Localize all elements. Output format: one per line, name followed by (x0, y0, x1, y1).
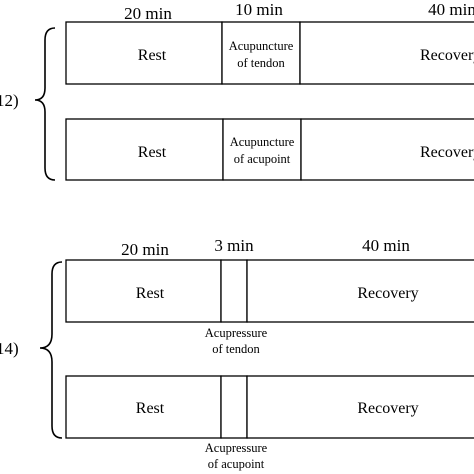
acupressure-box (220, 259, 248, 323)
top-recovery-duration: 40 min (428, 0, 474, 19)
intervention-label-line2: of tendon (237, 56, 285, 70)
acupuncture-box (221, 21, 301, 85)
rest-box (65, 21, 223, 85)
top-rest-duration: 20 min (124, 4, 172, 23)
rest-label: Rest (138, 144, 167, 161)
recovery-label: Recovery (357, 285, 418, 302)
recovery-label: Recovery (420, 47, 474, 64)
acupressure-box (220, 375, 248, 439)
intervention-caption-line1: Acupressure (205, 326, 268, 340)
recovery-box (246, 259, 474, 323)
recovery-label: Recovery (420, 144, 474, 161)
bottom-recovery-duration: 40 min (362, 236, 410, 255)
bottom-row-tendon: Rest Recovery Acupressure of tendon (65, 259, 474, 356)
rest-label: Rest (138, 47, 167, 64)
intervention-caption-line1: Acupressure (205, 441, 268, 455)
recovery-label: Recovery (357, 400, 418, 417)
bottom-row-acupoint: Rest Recovery Acupressure of acupoint (65, 375, 474, 471)
top-row-tendon: Rest Acupuncture of tendon Recovery (65, 21, 474, 85)
rest-box (65, 375, 222, 439)
recovery-box (299, 21, 474, 85)
intervention-label-line1: Acupuncture (230, 135, 295, 149)
bottom-intervention-duration: 3 min (214, 236, 254, 255)
bottom-rest-duration: 20 min (121, 240, 169, 259)
bottom-group-label: 14) (0, 339, 19, 358)
recovery-box (300, 118, 474, 181)
intervention-label-line1: Acupuncture (229, 39, 294, 53)
rest-label: Rest (136, 400, 165, 417)
recovery-box (246, 375, 474, 439)
top-intervention-duration: 10 min (235, 0, 283, 19)
top-row-acupoint: Rest Acupuncture of acupoint Recovery (65, 118, 474, 181)
top-group-label: 12) (0, 91, 19, 110)
acupuncture-box (222, 118, 302, 181)
intervention-caption-line2: of tendon (212, 342, 260, 356)
rest-box (65, 118, 224, 181)
intervention-caption-line2: of acupoint (208, 457, 265, 471)
rest-label: Rest (136, 285, 165, 302)
bottom-group-brace (39, 261, 63, 439)
intervention-label-line2: of acupoint (234, 152, 291, 166)
top-group-brace (34, 27, 56, 181)
